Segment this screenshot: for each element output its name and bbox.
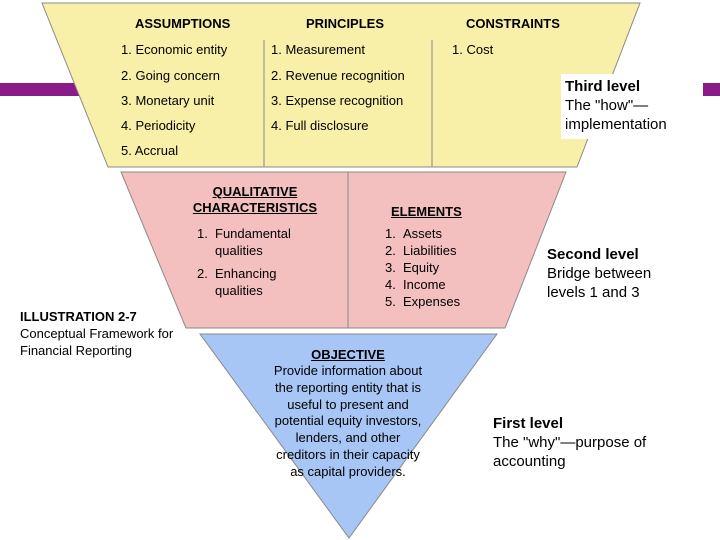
list-item: 2.Liabilities <box>385 243 457 258</box>
third-level-label-box <box>561 74 679 139</box>
assumption-item: 4. Periodicity <box>121 118 196 133</box>
principle-item: 1. Measurement <box>271 42 365 57</box>
second-level-description: Bridge between levels 1 and 3 <box>547 265 652 301</box>
second-level-title: Second level <box>547 246 639 263</box>
objective-header: OBJECTIVE <box>311 347 385 362</box>
list-item: 3.Equity <box>385 260 440 275</box>
first-level-description: The "why"—purpose of accounting <box>493 434 647 470</box>
list-item: 5.Expenses <box>385 294 461 309</box>
list-item: 2. Enhancing qualities <box>197 266 277 298</box>
qualitative-characteristics-list: 1. Fundamental qualities 2. Enhancing qu… <box>197 225 317 299</box>
list-item: 1.Assets <box>385 226 443 241</box>
elements-header: ELEMENTS <box>391 204 462 219</box>
assumption-item: 3. Monetary unit <box>121 93 215 108</box>
assumption-item: 2. Going concern <box>121 68 221 83</box>
third-level-band <box>41 2 641 168</box>
illustration-title: Conceptual Framework for Financial Repor… <box>20 326 174 358</box>
second-level-label: Second level Bridge between levels 1 and… <box>547 245 667 302</box>
principles-header: PRINCIPLES <box>306 16 385 31</box>
assumptions-header: ASSUMPTIONS <box>135 16 231 31</box>
qualitative-characteristics-header: QUALITATIVE CHARACTERISTICS <box>192 184 318 215</box>
principle-item: 2. Revenue recognition <box>271 68 405 83</box>
first-level-title: First level <box>493 415 564 432</box>
third-level-description: The "how"—implementation <box>565 97 667 133</box>
constraint-item: 1. Cost <box>452 42 494 57</box>
objective-text: Provide information about the reporting … <box>273 363 423 479</box>
third-level-title: Third level <box>565 78 641 95</box>
assumption-item: 1. Economic entity <box>121 42 228 57</box>
assumption-item: 5. Accrual <box>121 143 179 158</box>
list-item: 1. Fundamental qualities <box>197 226 291 258</box>
third-level-label: Third level The "how"—implementation <box>565 77 680 134</box>
accent-bar-left <box>0 83 92 96</box>
first-level-band <box>199 333 498 539</box>
first-level-label: First level The "why"—purpose of account… <box>493 414 648 471</box>
accent-bar-right <box>703 83 720 96</box>
illustration-caption: ILLUSTRATION 2-7 Conceptual Framework fo… <box>20 308 180 359</box>
elements-list: 1.Assets 2.Liabilities 3.Equity 4.Income… <box>385 225 485 310</box>
principle-item: 3. Expense recognition <box>271 93 404 108</box>
constraints-header: CONSTRAINTS <box>466 16 560 31</box>
illustration-label: ILLUSTRATION 2-7 <box>20 309 137 324</box>
principle-item: 4. Full disclosure <box>271 118 369 133</box>
second-level-band <box>120 171 567 329</box>
list-item: 4.Income <box>385 277 446 292</box>
